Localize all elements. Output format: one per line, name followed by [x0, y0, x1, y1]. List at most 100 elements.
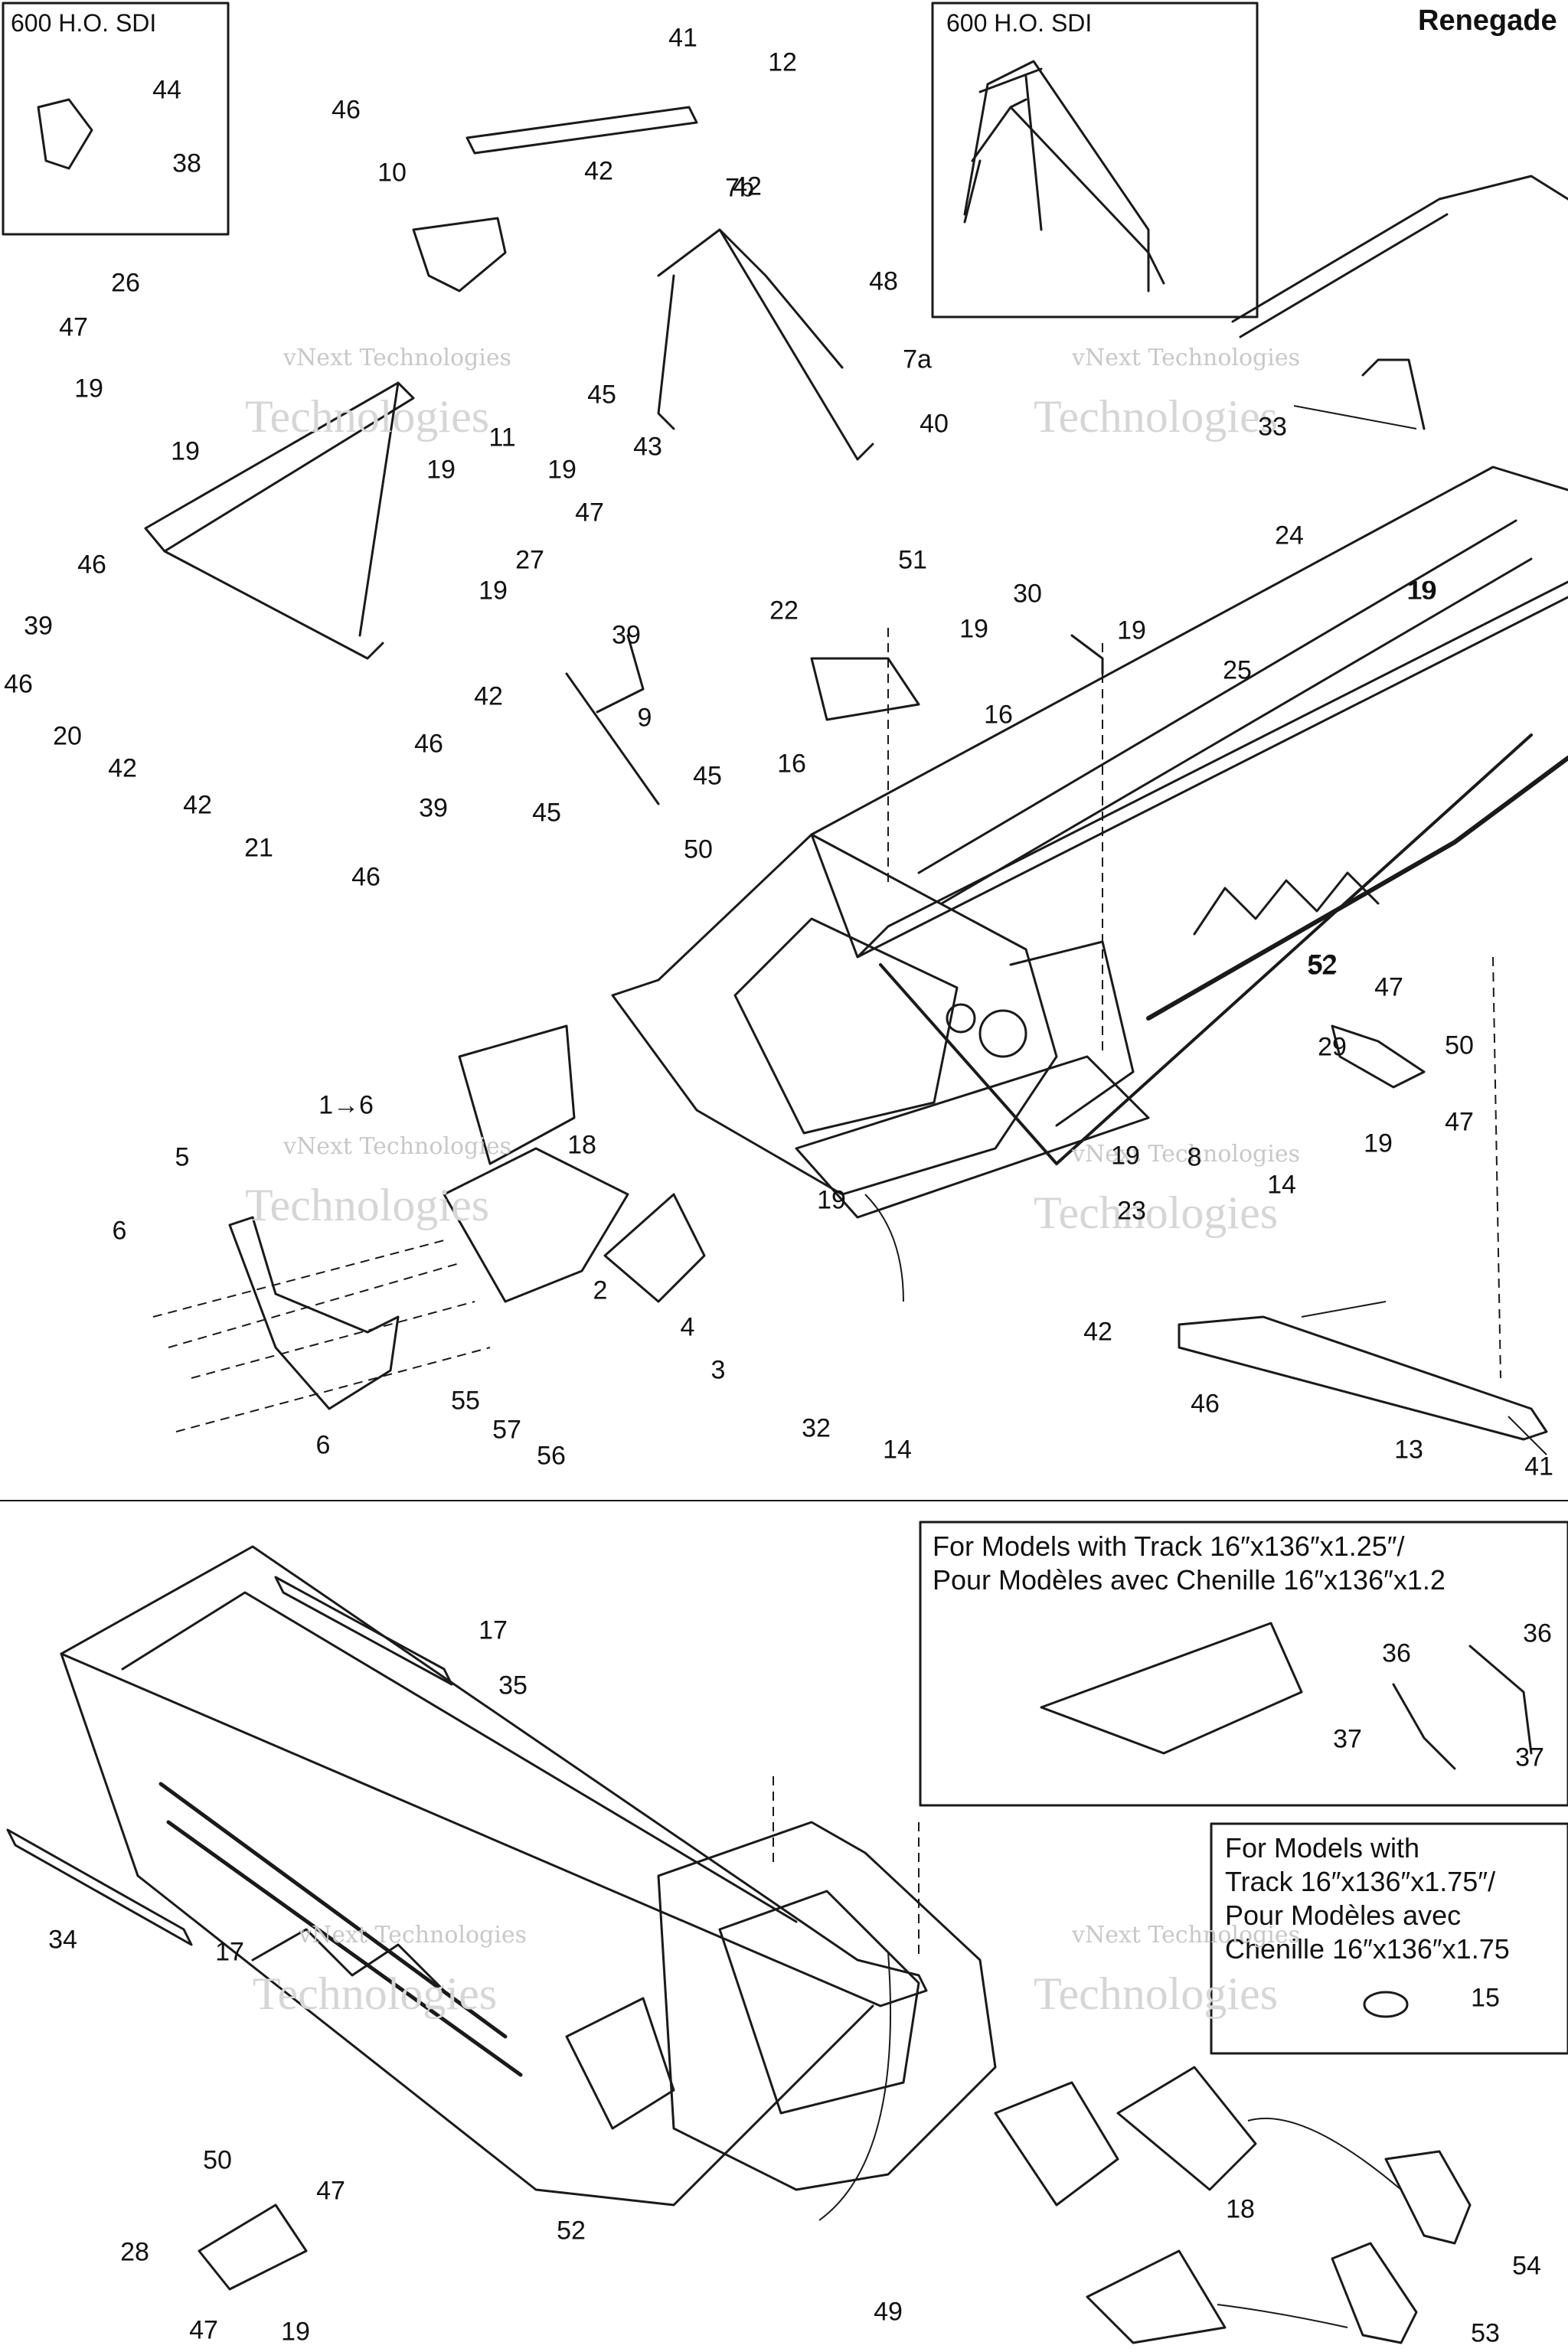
callout-lower-14: 19	[281, 2317, 310, 2347]
callout-upper-72: 14	[883, 1435, 912, 1465]
callout-upper-77: 23	[1117, 1196, 1146, 1226]
callout-upper-15: 33	[1258, 412, 1287, 442]
note-track-125-line1: For Models with Track 16″x136″x1.25″/	[933, 1530, 1405, 1562]
callout-lower-19: 53	[1471, 2318, 1500, 2348]
callout-upper-11: 7a	[903, 345, 932, 374]
chassis-front-lower	[565, 1821, 1257, 2344]
callout-lower-15: 52	[557, 2216, 586, 2246]
callout-upper-7: 10	[377, 158, 407, 188]
note-track-125-line2: Pour Modèles avec Chenille 16″x136″x1.2	[933, 1564, 1446, 1596]
callout-upper-54: 47	[1374, 972, 1403, 1002]
callout-upper-58: 19	[1364, 1129, 1393, 1158]
callout-upper-33: 9	[637, 703, 652, 733]
callout-upper-6: 42	[584, 156, 613, 186]
callout-lower-5: 36	[1382, 1638, 1411, 1668]
inset-box-top-left	[2, 2, 230, 236]
callout-lower-17: 18	[1226, 2194, 1255, 2224]
inset-box-top-center	[931, 2, 1259, 318]
callout-upper-29: 20	[53, 721, 82, 751]
callout-upper-21: 19	[426, 455, 456, 485]
callout-upper-53: 52	[1308, 949, 1338, 979]
callout-upper-46: 19	[1117, 616, 1146, 645]
callout-lower-16: 49	[874, 2297, 903, 2327]
callout-upper-47: 16	[984, 700, 1013, 730]
callout-upper-22: 19	[547, 455, 577, 485]
inset-title-top-center: 600 H.O. SDI	[946, 9, 1093, 37]
callout-upper-81: 41	[1524, 1452, 1553, 1481]
callout-upper-78: 42	[1083, 1317, 1112, 1347]
inset-box-track-175	[1210, 1822, 1568, 2055]
brand-label: Renegade	[1418, 5, 1557, 37]
callout-upper-37: 46	[414, 729, 443, 759]
callout-upper-64: 6	[315, 1430, 331, 1460]
callout-upper-25: 19	[479, 576, 508, 606]
callout-lower-12: 28	[120, 2237, 149, 2267]
callout-upper-24: 27	[515, 545, 544, 575]
callout-upper-43: 22	[769, 596, 799, 626]
callout-upper-50: 24	[1275, 521, 1304, 550]
callout-upper-32: 39	[612, 620, 641, 650]
callout-upper-36: 50	[684, 835, 713, 864]
washer-15	[1363, 1991, 1409, 2018]
callout-upper-65: 2	[593, 1276, 608, 1305]
callout-upper-76: 14	[1267, 1170, 1296, 1200]
callout-upper-26: 46	[77, 550, 106, 580]
note-track-125: For Models with Track 16″x136″x1.25″/ Po…	[933, 1530, 1446, 1597]
callout-upper-62: 6	[112, 1216, 127, 1246]
callout-lower-18: 54	[1512, 2251, 1541, 2281]
callout-lower-7: 37	[1333, 1724, 1362, 1754]
callout-upper-1: 44	[152, 75, 181, 105]
callout-upper-74: 19	[1111, 1141, 1140, 1171]
note-track-175-line3: Pour Modèles avec	[1225, 1900, 1462, 1931]
callout-upper-70: 56	[537, 1441, 566, 1471]
callout-upper-28: 46	[4, 669, 33, 699]
callout-upper-20: 11	[488, 423, 516, 452]
callout-lower-9: 15	[1471, 1983, 1500, 2013]
callout-upper-19: 19	[171, 436, 200, 466]
callout-lower-4: 17	[215, 1937, 244, 1967]
callout-upper-59: 1→6	[318, 1090, 374, 1120]
callout-upper-67: 3	[710, 1355, 726, 1385]
inset-title-top-left: 600 H.O. SDI	[11, 9, 157, 37]
callout-upper-16: 26	[111, 268, 140, 298]
callout-lower-11: 47	[316, 2176, 345, 2206]
callout-upper-31: 42	[474, 681, 503, 711]
callout-upper-10: 48	[869, 266, 898, 296]
upper-brackets	[144, 98, 1568, 1441]
callout-lower-6: 36	[1523, 1619, 1552, 1648]
callout-lower-3: 34	[48, 1925, 77, 1955]
callout-lower-8: 37	[1515, 1743, 1544, 1772]
note-track-175: For Models with Track 16″x136″x1.75″/ Po…	[1225, 1831, 1510, 1966]
callout-upper-27: 39	[24, 611, 53, 641]
callout-upper-60: 18	[567, 1130, 596, 1160]
callout-upper-30: 42	[108, 753, 137, 783]
callout-upper-51: 19	[1408, 576, 1437, 606]
callout-upper-42: 51	[898, 545, 927, 575]
lower-rails	[6, 1576, 453, 2291]
callout-upper-2: 38	[172, 149, 201, 178]
callout-upper-14: 40	[920, 409, 949, 439]
bracket-44	[37, 98, 93, 170]
tunnel-lower	[60, 1545, 928, 2207]
inset-box-track-125	[919, 1521, 1568, 1807]
callout-upper-3: 41	[668, 23, 697, 53]
callout-upper-73: 52	[1307, 951, 1336, 981]
callout-upper-61: 5	[175, 1142, 190, 1172]
callout-upper-55: 29	[1318, 1032, 1347, 1062]
callout-upper-41: 46	[351, 862, 381, 892]
callout-upper-40: 21	[244, 833, 273, 863]
callout-upper-9: 42	[733, 172, 762, 201]
callout-upper-68: 55	[451, 1386, 480, 1416]
callout-upper-71: 32	[802, 1413, 831, 1443]
callout-lower-10: 50	[203, 2145, 232, 2175]
callout-upper-49: 19	[1406, 576, 1436, 606]
callout-upper-66: 4	[680, 1312, 695, 1342]
note-track-175-line2: Track 16″x136″x1.75″/	[1225, 1866, 1496, 1897]
callout-lower-1: 17	[479, 1615, 508, 1645]
callout-upper-56: 50	[1445, 1031, 1474, 1060]
chassis-front-upper	[611, 833, 1150, 1219]
tunnel-upper	[810, 466, 1568, 1165]
callout-upper-44: 30	[1013, 579, 1042, 609]
callout-upper-45: 19	[959, 614, 988, 644]
